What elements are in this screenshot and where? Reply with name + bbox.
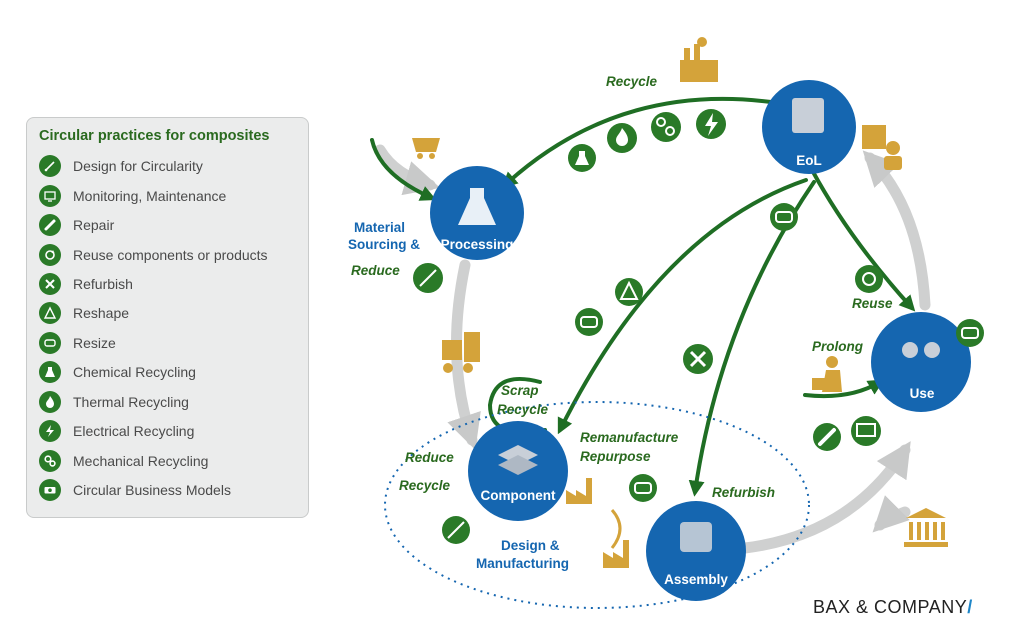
brand-name: BAX & COMPANY [813, 597, 968, 617]
legend-label: Chemical Recycling [73, 364, 196, 380]
legend-label: Repair [73, 217, 115, 233]
triangle-icon [39, 302, 61, 324]
lightning-icon [696, 109, 726, 139]
legend-item-design: Design for Circularity [39, 153, 203, 179]
legend-item-resize: Resize [39, 330, 116, 356]
node-component: Component [468, 421, 568, 521]
label-sourcing: Sourcing & [348, 237, 420, 252]
node-material-processing: Processing [430, 166, 524, 260]
label-recycle-comp: Recycle [399, 478, 451, 493]
flask-icon [39, 361, 61, 383]
legend-label: Electrical Recycling [73, 423, 195, 439]
money-icon [39, 479, 61, 501]
legend-item-chemical: Chemical Recycling [39, 359, 196, 385]
resize-icon [956, 319, 984, 347]
person-bin-icon [862, 125, 902, 170]
legend-label: Refurbish [73, 276, 133, 292]
legend-item-repair: Repair [39, 212, 114, 238]
recycle-arrows-icon [39, 244, 61, 266]
label-reduce-left: Reduce [351, 263, 400, 278]
gears-icon [39, 450, 61, 472]
label-material: Material [354, 220, 405, 235]
legend-label: Mechanical Recycling [73, 453, 209, 469]
legend-item-refurbish: Refurbish [39, 271, 133, 297]
brand-logo: BAX & COMPANY/ [813, 597, 973, 618]
node-eol: EoL [762, 80, 856, 174]
legend-panel: Circular practices for composites Design… [26, 117, 309, 518]
monitor-icon [39, 185, 61, 207]
flame-icon [39, 391, 61, 413]
ruler-pencil-icon [442, 516, 470, 544]
flask-icon [568, 144, 596, 172]
legend-title: Circular practices for composites [39, 128, 270, 144]
label-recycle-top: Recycle [606, 74, 658, 89]
tools-icon [683, 344, 713, 374]
label-manufacturing: Manufacturing [476, 556, 569, 571]
legend-label: Thermal Recycling [73, 394, 189, 410]
resize-icon [629, 474, 657, 502]
legend-label: Reuse components or products [73, 247, 268, 263]
label-repurpose: Repurpose [580, 449, 651, 464]
legend-label: Resize [73, 335, 116, 351]
factory-icon [680, 37, 718, 82]
flame-icon [607, 123, 637, 153]
monitor-icon [851, 416, 881, 446]
node-use: Use [871, 312, 971, 412]
government-icon [904, 508, 948, 547]
brand-slash: / [967, 597, 973, 617]
label-reuse: Reuse [852, 296, 893, 311]
label-reduce-comp: Reduce [405, 450, 454, 465]
manufacturing-zone-ellipse [384, 401, 810, 609]
legend-item-business: Circular Business Models [39, 477, 231, 503]
legend-label: Monitoring, Maintenance [73, 188, 227, 204]
lightning-icon [39, 420, 61, 442]
component-label: Component [481, 488, 556, 503]
gold-pictograms [412, 37, 948, 568]
legend-item-reshape: Reshape [39, 300, 129, 326]
practice-icons [413, 109, 984, 544]
pencil-icon [39, 214, 61, 236]
legend-item-thermal: Thermal Recycling [39, 389, 189, 415]
label-remanufacture: Remanufacture [580, 430, 679, 445]
legend-item-electrical: Electrical Recycling [39, 418, 194, 444]
gold-flow-arrow [610, 509, 622, 549]
gears-icon [651, 112, 681, 142]
pencil-icon [813, 423, 841, 451]
resize-icon [39, 332, 61, 354]
legend-label: Circular Business Models [73, 482, 231, 498]
resize-icon [575, 308, 603, 336]
node-assembly: Assembly [646, 501, 746, 601]
use-label: Use [910, 386, 935, 401]
factory-small-icon [566, 478, 592, 504]
forklift-icon [442, 332, 480, 373]
ruler-pencil-icon [413, 263, 443, 293]
tools-icon [39, 273, 61, 295]
legend-label: Reshape [73, 305, 130, 321]
mine-cart-icon [412, 138, 440, 159]
legend-item-reuse: Reuse components or products [39, 242, 268, 268]
triangle-icon [615, 278, 643, 306]
legend-item-monitoring: Monitoring, Maintenance [39, 183, 226, 209]
worker-icon [812, 356, 842, 392]
recycle-arrows-icon [855, 265, 883, 293]
label-design: Design & [501, 538, 560, 553]
assembly-label: Assembly [664, 572, 728, 587]
resize-icon [770, 203, 798, 231]
legend-label: Design for Circularity [73, 158, 203, 174]
label-refurbish: Refurbish [712, 485, 775, 500]
label-scrap: Scrap [501, 383, 539, 398]
label-scrap-recycle: Recycle [497, 402, 549, 417]
label-prolong: Prolong [812, 339, 864, 354]
eol-label: EoL [796, 153, 822, 168]
processing-label: Processing [441, 237, 514, 252]
legend-item-mechanical: Mechanical Recycling [39, 448, 208, 474]
ruler-pencil-icon [39, 155, 61, 177]
factory-small-icon [603, 540, 629, 568]
